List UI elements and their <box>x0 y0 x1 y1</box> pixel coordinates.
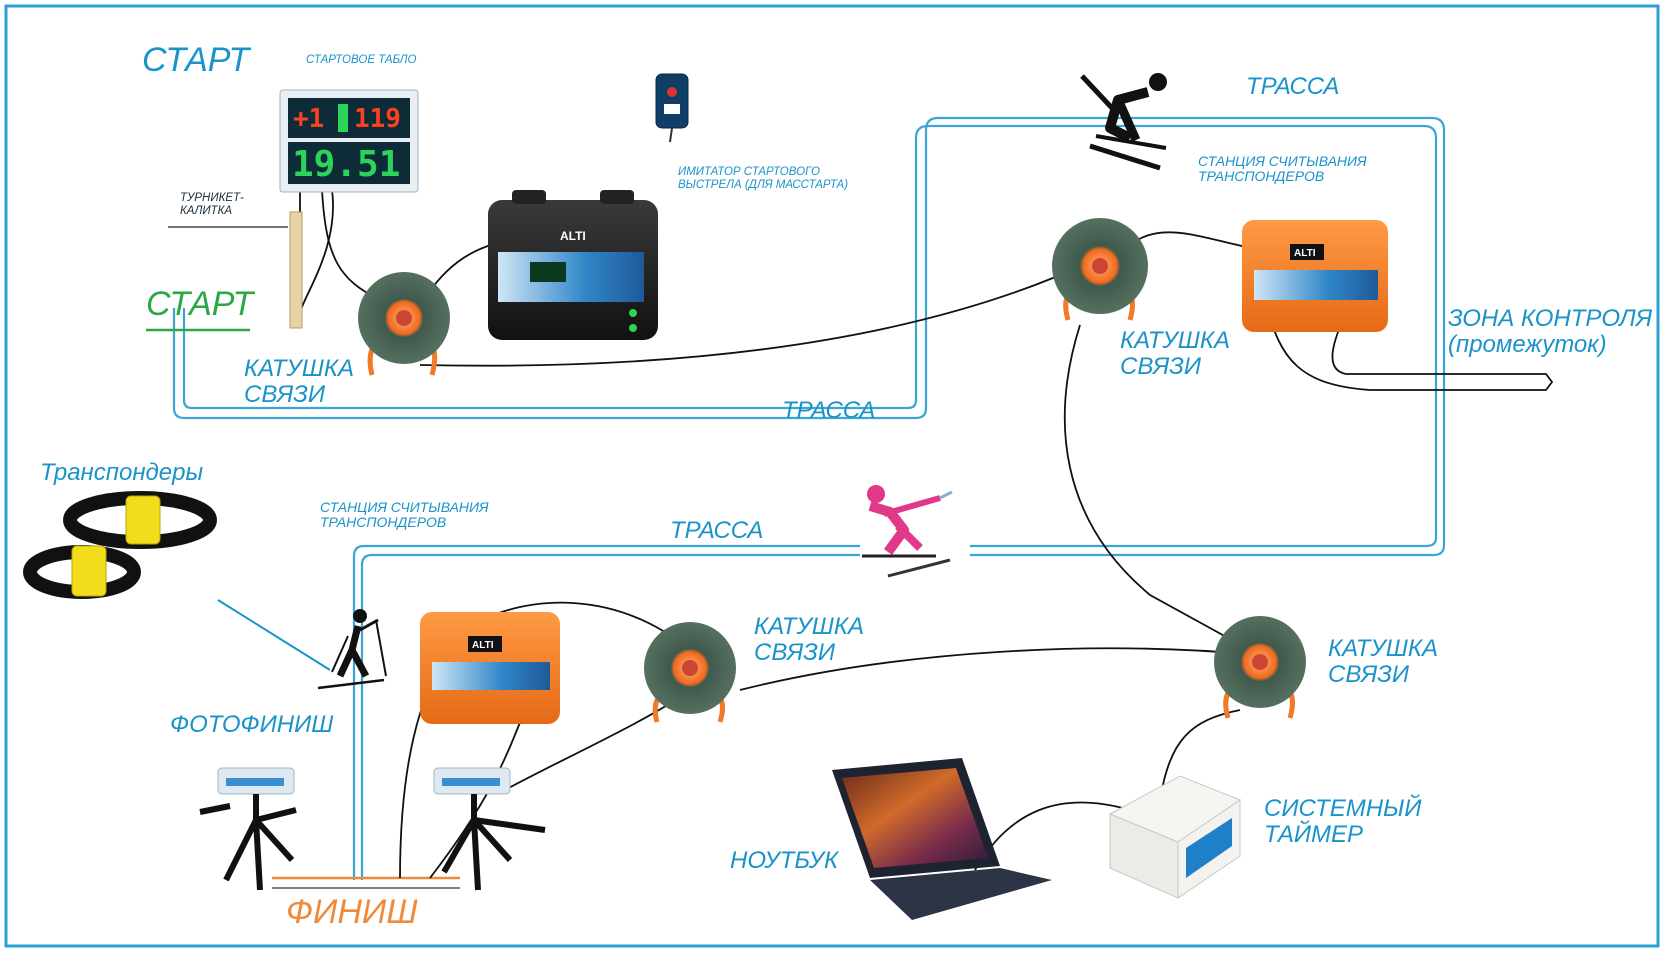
track-path <box>172 116 1446 880</box>
laptop-label: НОУТБУК <box>730 847 839 874</box>
transponder-pointer-line <box>217 599 331 671</box>
cable-reel-icon <box>644 622 736 723</box>
cable-reel-icon <box>1052 218 1148 321</box>
scoreboard-top-left: +1 <box>293 104 324 134</box>
shot-simulator-label: ИМИТАТОР СТАРТОВОГО ВЫСТРЕЛА (ДЛЯ МАССТА… <box>678 166 849 191</box>
outer-frame <box>4 4 1660 948</box>
scoreboard-top-right: 119 <box>354 104 401 134</box>
brand-label: ALTI <box>1294 248 1316 259</box>
finish-label: ФИНИШ <box>286 893 418 931</box>
track-label-1: ТРАССА <box>1246 73 1340 100</box>
track-label-2: ТРАССА <box>782 397 876 424</box>
tripod-camera-icon <box>199 767 297 891</box>
reader-station-2-label: СТАНЦИЯ СЧИТЫВАНИЯ ТРАНСПОНДЕРОВ <box>320 499 489 531</box>
skier-downhill-icon <box>1080 73 1167 171</box>
reader-case-black-icon: ALTI <box>488 190 658 340</box>
track-label-3: ТРАССА <box>670 517 764 544</box>
transponders-label: Транспондеры <box>40 459 204 486</box>
reel-2-label: КАТУШКА СВЯЗИ <box>1120 327 1230 381</box>
reader-case-orange-icon: ALTI <box>420 612 560 724</box>
tripod-camera-icon <box>433 767 546 891</box>
reel-4-label: КАТУШКА СВЯЗИ <box>1328 635 1438 689</box>
system-timer-label: СИСТЕМНЫЙ ТАЙМЕР <box>1264 795 1422 849</box>
control-zone-label: ЗОНА КОНТРОЛЯ (промежуток) <box>1448 305 1653 359</box>
finish-line <box>272 876 460 889</box>
start-board-label: СТАРТОВОЕ ТАБЛО <box>306 54 417 66</box>
start-bottom-label: СТАРТ <box>146 285 254 323</box>
reader-station-1-label: СТАНЦИЯ СЧИТЫВАНИЯ ТРАНСПОНДЕРОВ <box>1198 153 1367 185</box>
skier-crosscountry-icon <box>317 609 387 690</box>
reel-1-label: КАТУШКА СВЯЗИ <box>244 355 354 409</box>
scoreboard-bottom: 19.51 <box>292 144 400 185</box>
brand-label: ALTI <box>560 229 586 243</box>
photofinish-label: ФОТОФИНИШ <box>170 711 334 738</box>
reader-case-orange-icon: ALTI <box>1242 220 1388 332</box>
cable-reel-icon <box>1214 616 1306 719</box>
scoreboard-icon: +1 119 19.51 <box>279 89 419 193</box>
system-timer-icon <box>1108 775 1242 899</box>
cable-reel-icon <box>358 272 450 376</box>
reel-3-label: КАТУШКА СВЯЗИ <box>754 613 864 667</box>
brand-label: ALTI <box>472 640 494 651</box>
transponder-strap-icon <box>23 491 217 599</box>
turnstile-label: ТУРНИКЕТ- КАЛИТКА <box>180 192 244 217</box>
start-top-label: СТАРТ <box>142 41 250 79</box>
turnstile-icon <box>289 211 303 329</box>
shot-simulator-icon <box>655 73 689 143</box>
skier-pink-icon <box>862 485 953 578</box>
laptop-icon <box>832 758 1052 920</box>
